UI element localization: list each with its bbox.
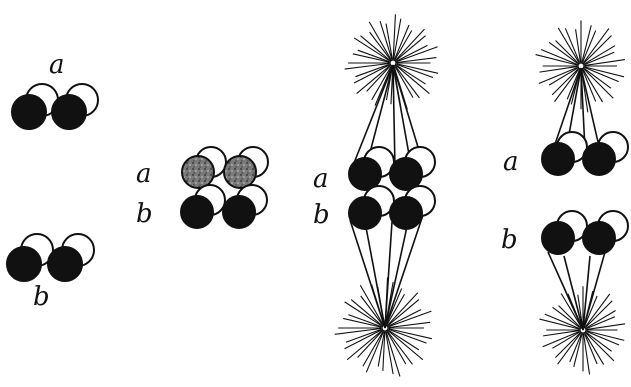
label-b-stage-2: b <box>136 199 153 229</box>
aster-ray <box>345 302 382 326</box>
pair-b-stage-3 <box>349 186 435 229</box>
label-b-stage-4: b <box>501 225 518 255</box>
aster-ray <box>386 24 392 59</box>
dark-sphere <box>390 197 422 229</box>
pair-a-stage-4 <box>542 132 628 175</box>
aster-bottom <box>335 277 432 376</box>
dark-sphere <box>583 143 615 175</box>
label-a-stage-3: a <box>313 164 329 194</box>
dark-sphere <box>7 247 41 281</box>
label-a-stage-4: a <box>503 147 519 177</box>
speckled-sphere <box>224 156 256 188</box>
dark-sphere <box>583 222 615 254</box>
aster-ray <box>387 331 406 364</box>
pair-a-stage-3 <box>349 147 435 190</box>
dark-sphere <box>223 196 255 228</box>
pair-a-stage-1 <box>12 84 98 129</box>
dark-sphere <box>390 158 422 190</box>
pair-b-stage-1 <box>7 234 94 281</box>
pair-b-stage-2 <box>181 185 267 228</box>
dark-sphere <box>542 222 574 254</box>
dark-sphere <box>542 143 574 175</box>
dark-sphere <box>12 95 46 129</box>
aster-ray <box>386 332 393 374</box>
pair-a-stage-2 <box>182 147 268 188</box>
aster-ray <box>354 38 389 61</box>
speckled-sphere <box>182 156 214 188</box>
aster-ray <box>396 65 425 84</box>
aster-ray <box>369 22 391 60</box>
label-a-stage-1: a <box>49 50 65 80</box>
dark-sphere <box>349 158 381 190</box>
label-b-stage-3: b <box>313 200 330 230</box>
dark-sphere <box>48 247 82 281</box>
stage-4: a b <box>501 20 628 374</box>
aster-top <box>345 14 438 109</box>
spindle-fibers-stage-4 <box>548 68 605 330</box>
aster-bottom <box>540 286 626 374</box>
label-b-stage-1: b <box>33 282 50 312</box>
aster-ray <box>388 330 418 350</box>
aster-ray <box>583 28 609 62</box>
stage-3: a b <box>313 14 438 376</box>
label-a-stage-2: a <box>136 159 152 189</box>
dark-sphere <box>181 196 213 228</box>
stage-2: a b <box>136 147 268 229</box>
aster-top <box>536 20 625 112</box>
stage-1: a b <box>7 50 98 312</box>
dark-sphere <box>52 95 86 129</box>
aster-ray <box>360 285 383 324</box>
pair-b-stage-4 <box>542 211 628 254</box>
dark-sphere <box>349 197 381 229</box>
